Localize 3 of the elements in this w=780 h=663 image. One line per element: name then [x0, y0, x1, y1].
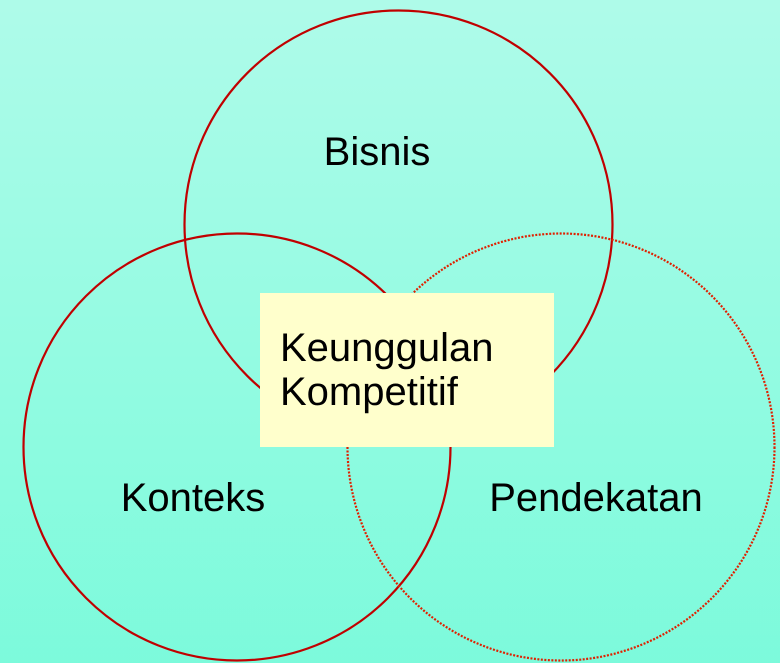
- circle-label: Konteks: [120, 478, 266, 518]
- circle-label: Pendekatan: [489, 478, 703, 518]
- circle-label: Bisnis: [324, 132, 430, 172]
